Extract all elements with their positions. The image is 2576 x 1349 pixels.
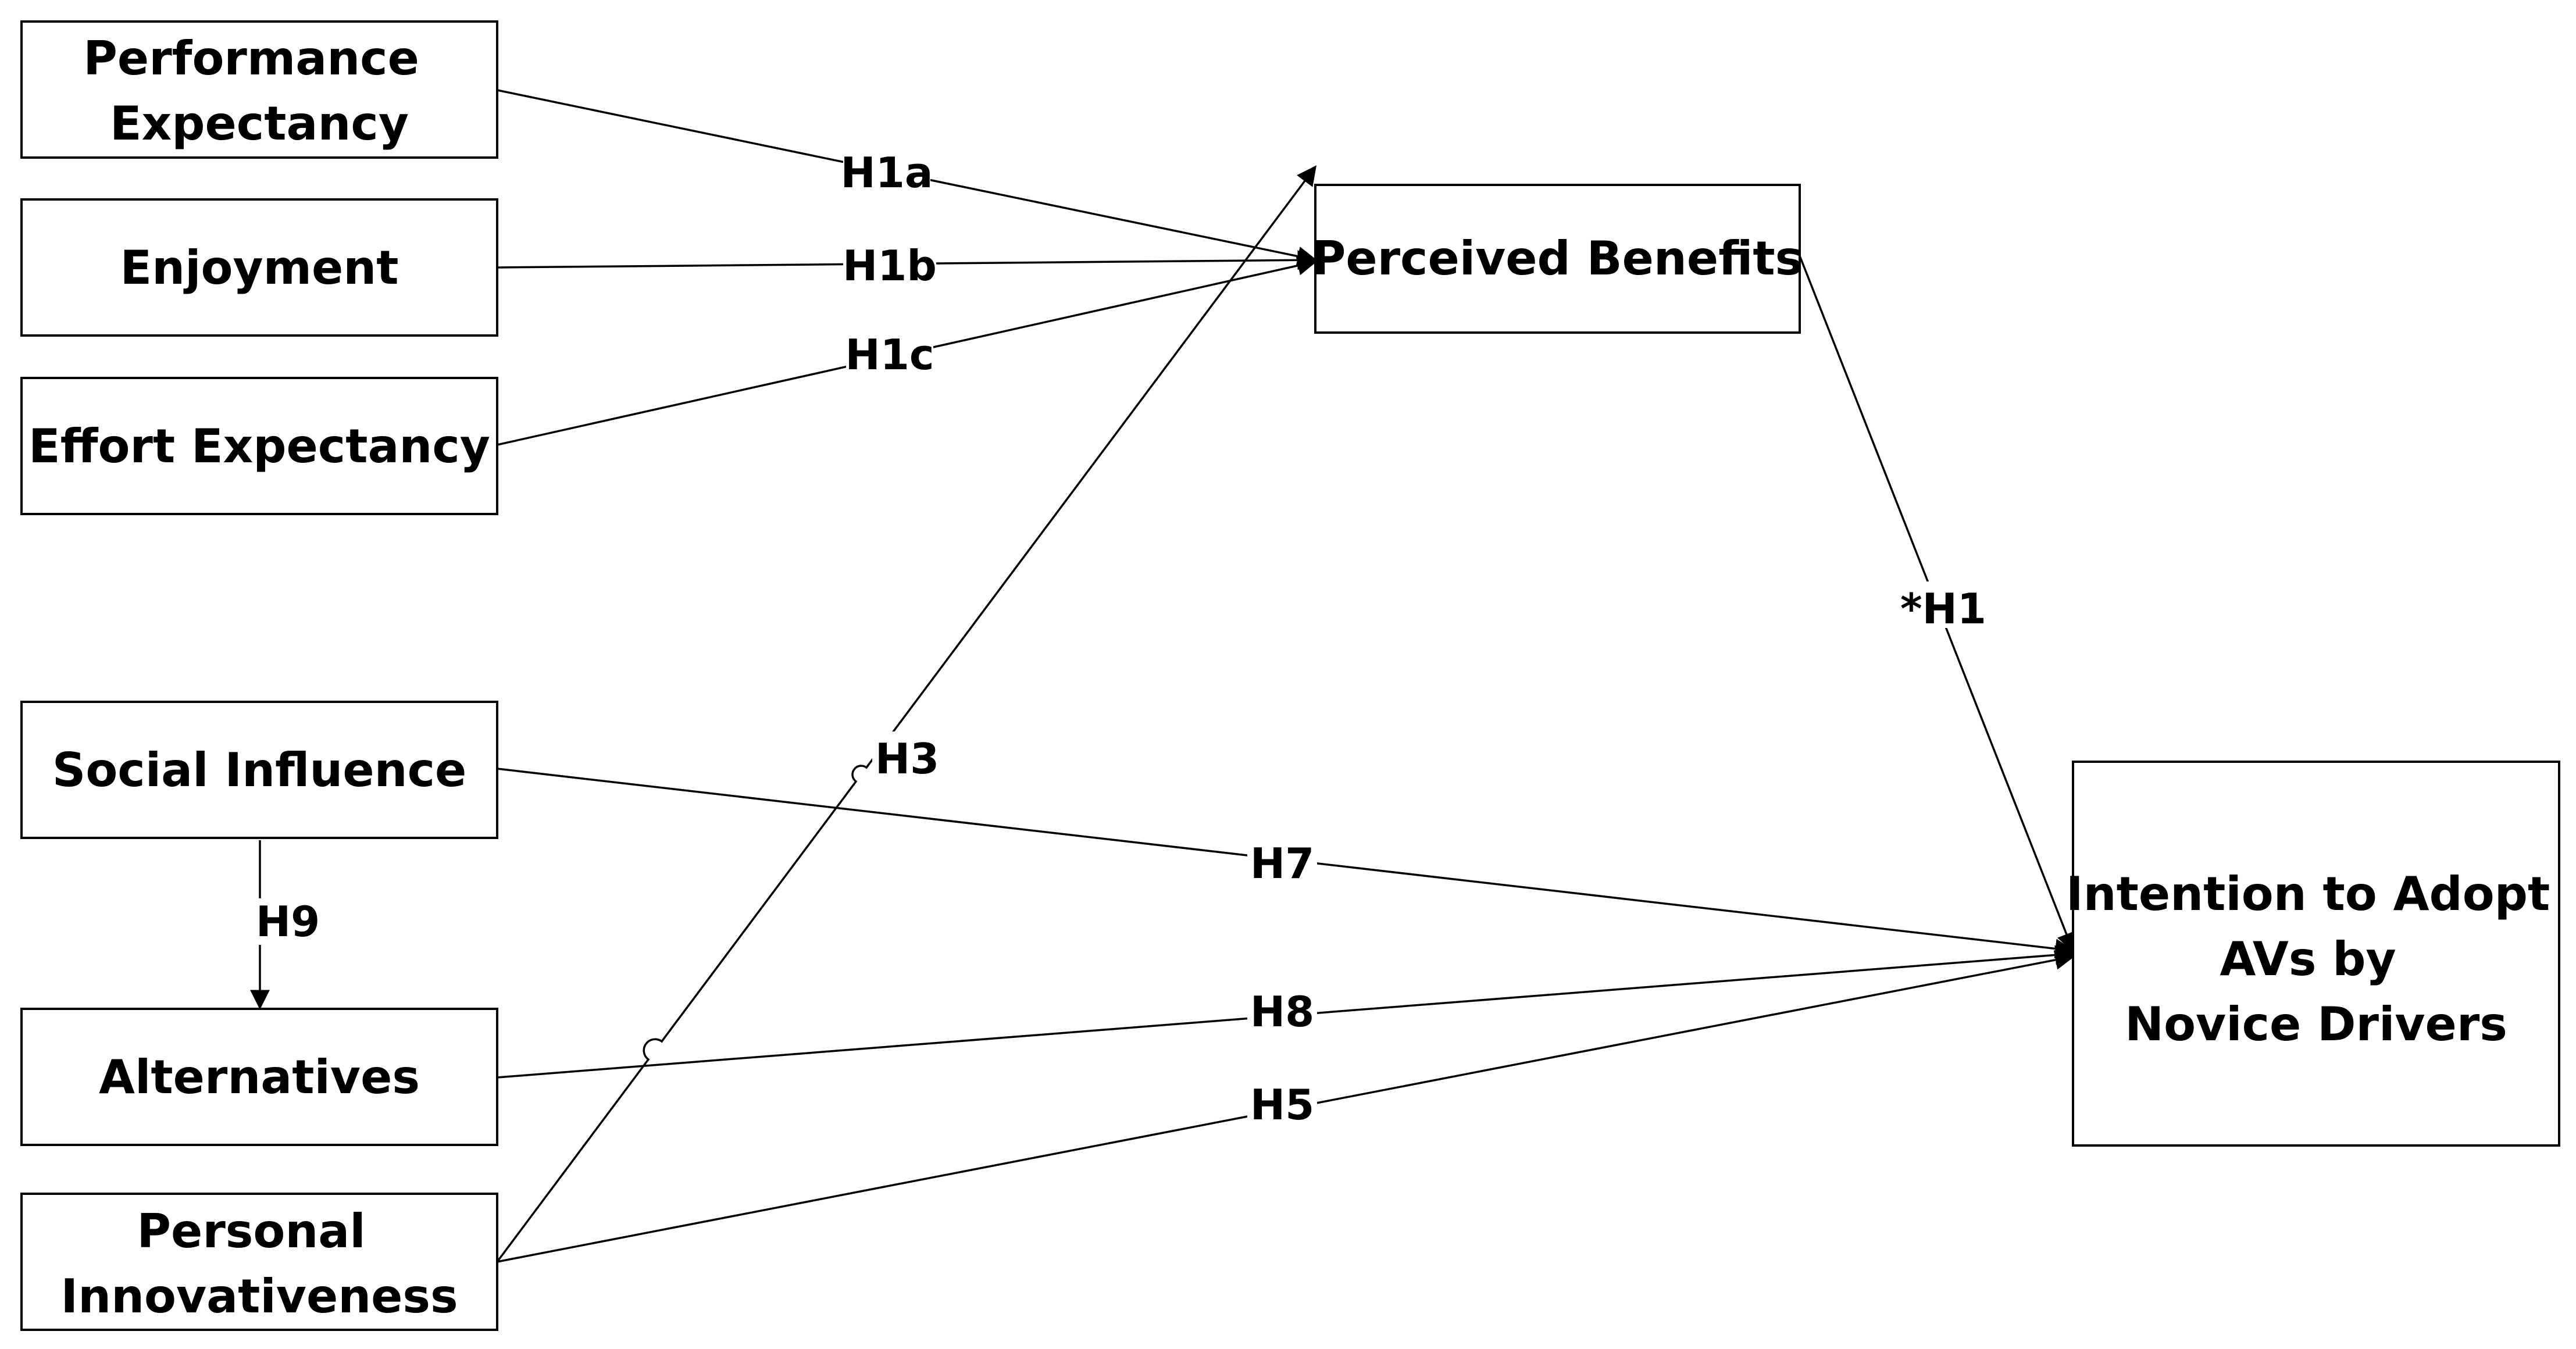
edge-label-h1a: H1a	[841, 148, 933, 197]
node-alternatives: Alternatives	[20, 1008, 498, 1146]
label-bg-h1	[1901, 581, 1995, 628]
edge-label-h1c: H1c	[845, 330, 934, 379]
label-intention-line-3: Novice Drivers	[2125, 997, 2507, 1051]
node-perceived-benefits: Perceived Benefits	[1312, 184, 1803, 334]
box-alternatives	[20, 1008, 498, 1146]
edge-label-h9: H9	[256, 897, 320, 946]
box-performance-expectancy	[20, 20, 498, 159]
label-bg-h7	[1247, 843, 1317, 890]
box-social-influence	[20, 701, 498, 839]
box-personal-innovativeness	[20, 1193, 498, 1331]
label-personal-innovativeness: Personal Innovativeness	[60, 1204, 458, 1323]
label-bg-h8	[1247, 991, 1317, 1038]
node-enjoyment: Enjoyment	[20, 198, 498, 337]
label-bg-h1a	[843, 145, 930, 192]
label-performance-expectancy-line-1: Performance	[83, 31, 419, 85]
edge-label-h1b: H1b	[843, 241, 937, 290]
label-social-influence: Social Influence	[52, 743, 467, 797]
label-performance-expectancy-line-2: Expectancy	[110, 97, 409, 151]
label-bg-h1b	[843, 241, 936, 288]
node-social-influence: Social Influence	[20, 701, 498, 839]
label-bg-h1c	[846, 329, 933, 375]
label-bg-h5	[1247, 1082, 1317, 1128]
label-bg-h3	[872, 731, 942, 778]
box-perceived-benefits	[1314, 184, 1801, 334]
label-intention-line-1: Intention to Adopt	[2066, 867, 2550, 921]
label-alternatives: Alternatives	[99, 1050, 420, 1104]
label-enjoyment: Enjoyment	[120, 241, 399, 295]
edge-labels-group: H1a H1b H1c H3 *H1 H7 H8 H5 H9	[250, 145, 1995, 1129]
edge-label-h8: H8	[1250, 987, 1314, 1036]
node-personal-innovativeness: Personal Innovativeness	[20, 1193, 498, 1331]
label-performance-expectancy: Performance Expectancy	[83, 31, 435, 151]
node-performance-expectancy: Performance Expectancy	[20, 20, 498, 159]
node-intention: Intention to Adopt AVs by Novice Drivers	[2066, 761, 2566, 1147]
node-effort-expectancy: Effort Expectancy	[20, 377, 498, 515]
label-intention: Intention to Adopt AVs by Novice Drivers	[2066, 867, 2566, 1051]
nodes-group: Performance Expectancy Enjoyment Effort …	[20, 20, 2566, 1331]
edge-label-h7: H7	[1250, 839, 1314, 888]
label-personal-innovativeness-line-2: Innovativeness	[60, 1269, 458, 1323]
box-effort-expectancy	[20, 377, 498, 515]
box-enjoyment	[20, 198, 498, 337]
label-perceived-benefits: Perceived Benefits	[1312, 231, 1803, 285]
label-personal-innovativeness-line-1: Personal	[137, 1204, 365, 1258]
edge-label-h5: H5	[1250, 1080, 1314, 1129]
edge-label-h1: *H1	[1900, 584, 1986, 633]
box-intention	[2072, 761, 2560, 1147]
label-intention-line-2: AVs by	[2220, 932, 2396, 986]
edge-h3	[496, 165, 1317, 1263]
label-bg-h9	[250, 898, 320, 945]
edge-label-h3: H3	[875, 734, 939, 783]
label-effort-expectancy: Effort Expectancy	[28, 419, 490, 473]
